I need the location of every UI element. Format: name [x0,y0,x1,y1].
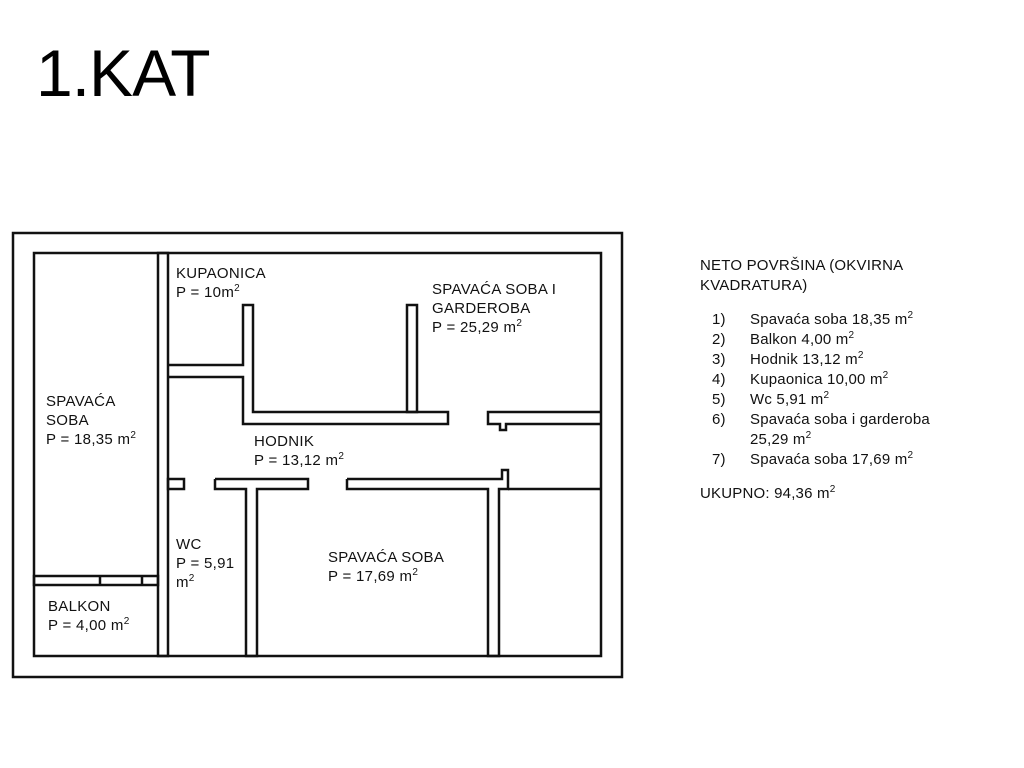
room-area: P = 17,69 m [328,568,413,585]
legend-item-number: 2) [712,331,726,348]
room-label-spavaca-dolje: SPAVAĆA SOBA P = 17,69 m2 [328,548,444,586]
room-label-hodnik: HODNIK P = 13,12 m2 [254,432,344,470]
room-name: BALKON [48,598,111,615]
floor-title: 1.KAT [36,36,211,110]
area-legend: NETO POVRŠINA (OKVIRNA KVADRATURA) 1) Spa… [700,256,1000,504]
room-name: WC [176,536,202,553]
unit-sup: 2 [234,283,240,294]
legend-item-number: 1) [712,311,726,328]
room-label-balkon: BALKON P = 4,00 m2 [48,597,130,635]
legend-item-text: Kupaonica 10,00 m [750,371,883,388]
unit-sup: 2 [882,370,889,381]
outer-frame [11,231,624,679]
legend-item: 1) Spavaća soba 18,35 m2 [700,310,1000,330]
wall-bedroom-right [345,468,510,658]
room-label-kupaonica: KUPAONICA P = 10m2 [176,264,266,302]
room-area: P = 25,29 m [432,319,517,336]
unit-sup: 2 [848,330,855,341]
wall-corridor-stub [166,477,186,491]
legend-item-number: 7) [712,451,726,468]
room-name: KUPAONICA [176,265,266,282]
unit-sup: 2 [907,450,914,461]
legend-item: 3) Hodnik 13,12 m2 [700,350,1000,370]
unit-sup: 2 [823,390,830,401]
unit-sup: 2 [338,451,345,462]
room-label-spavaca-lijevo: SPAVAĆA SOBA P = 18,35 m2 [46,392,136,449]
room-area: P = 18,35 m [46,431,131,448]
wall-balcony [32,574,160,587]
unit-sup: 2 [907,310,914,321]
exterior-wall [32,251,603,658]
room-area: m [176,574,189,591]
legend-item-text: Balkon 4,00 m [750,331,849,348]
room-name: SPAVAĆA SOBA [328,549,445,566]
room-area: P = 10m [176,284,235,301]
legend-list: 1)Spavaća soba 18,35 m2 2)Balkon 4,00 m2… [700,310,1000,470]
room-area: P = 5,91 [176,555,235,572]
room-name: GARDEROBA [432,300,531,317]
unit-sup: 2 [857,350,864,361]
unit-sup: 2 [805,430,812,441]
legend-item-text: Spavaća soba 17,69 m [750,451,908,468]
legend-item: 7) Spavaća soba 17,69 m2 [700,450,1000,470]
room-label-spavaca-garderoba: SPAVAĆA SOBA I GARDEROBA P = 25,29 m2 [432,280,556,337]
legend-item: 5) Wc 5,91 m2 [700,390,1000,410]
legend-item-number: 5) [712,391,726,408]
room-area: P = 4,00 m [48,617,124,634]
room-area: P = 13,12 m [254,452,339,469]
legend-item-text: Wc 5,91 m [750,391,824,408]
legend-item-number: 3) [712,351,726,368]
wall-wardrobe [405,303,419,414]
legend-total: UKUPNO: 94,36 m [700,485,830,502]
wall-bathroom [168,303,450,426]
wall-left-bedroom [156,251,170,658]
wall-wc-bedroom [213,477,310,658]
room-name: SOBA [46,412,89,429]
legend-item-number: 4) [712,371,726,388]
legend-item: 4) Kupaonica 10,00 m2 [700,370,1000,390]
legend-item-number: 6) [712,411,726,428]
unit-sup: 2 [188,573,195,584]
legend-item: 2) Balkon 4,00 m2 [700,330,1000,350]
room-name: SPAVAĆA SOBA I [432,281,557,298]
legend-item-text: Hodnik 13,12 m [750,351,858,368]
room-name: SPAVAĆA [46,393,116,410]
unit-sup: 2 [412,567,419,578]
legend-item: 6) Spavaća soba i garderoba 25,29 m2 [700,410,1000,450]
unit-sup: 2 [516,318,523,329]
unit-sup: 2 [123,616,130,627]
room-name: HODNIK [254,433,315,450]
unit-sup: 2 [829,484,836,495]
legend-item-text: Spavaća soba 18,35 m [750,311,908,328]
room-label-wc: WC P = 5,91 m2 [176,535,234,592]
wall-hallway-right [486,410,601,432]
legend-item-text: Spavaća soba i garderoba 25,29 m [750,411,930,448]
legend-heading: NETO POVRŠINA (OKVIRNA KVADRATURA) [700,257,904,294]
unit-sup: 2 [130,430,137,441]
